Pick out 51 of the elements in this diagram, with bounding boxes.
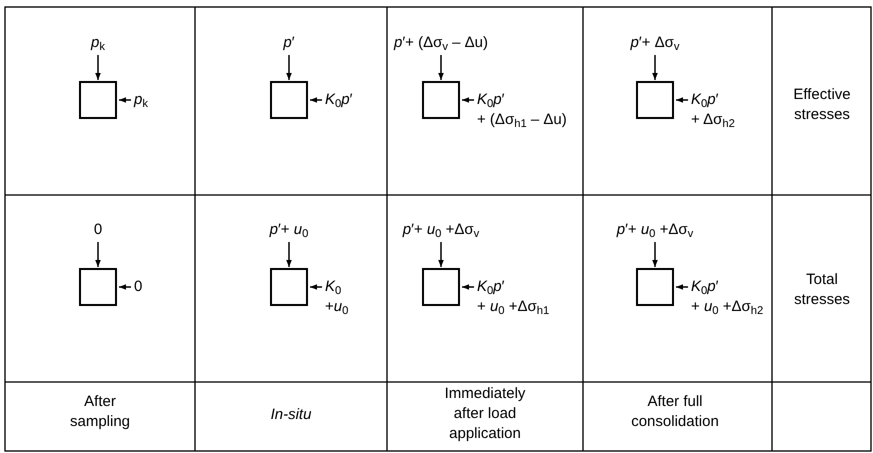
column-heading: After full consolidation: [630, 392, 720, 432]
stress-label: p$_{k}$: [134, 90, 148, 110]
stress-label: + (Δσ$_{h1}$ – Δu): [477, 110, 567, 130]
arrow: [676, 284, 688, 290]
stress-label: K$_{0}$p′: [691, 277, 718, 297]
element-square: [422, 81, 460, 119]
stress-label: p′: [283, 33, 295, 53]
arrow: [438, 242, 444, 267]
arrow: [310, 97, 322, 103]
element-square: [636, 81, 674, 119]
stress-label: + Δσ$_{h2}$: [691, 110, 735, 130]
arrow: [95, 55, 101, 80]
column-heading: In-situ: [270, 405, 312, 425]
element-square: [79, 268, 117, 306]
stress-label: K$_{0}$p′: [691, 90, 718, 110]
row-heading: Total stresses: [793, 270, 851, 310]
stress-label: 0: [94, 220, 102, 240]
stress-label: 0: [134, 277, 142, 297]
element-square: [270, 81, 308, 119]
column-heading: Immediately after load application: [444, 384, 526, 444]
stress-label: K$_{0}$: [325, 277, 342, 297]
element-square: [422, 268, 460, 306]
arrow: [310, 284, 322, 290]
stress-label: K$_{0}$p′: [325, 90, 352, 110]
stress-label: + u$_{0}$ +Δσ$_{h1}$: [477, 297, 550, 317]
arrow: [462, 284, 474, 290]
arrow: [119, 97, 131, 103]
column-heading: After sampling: [68, 392, 132, 432]
arrow: [676, 97, 688, 103]
element-square: [636, 268, 674, 306]
element-square: [270, 268, 308, 306]
stress-label: + u$_{0}$ +Δσ$_{h2}$: [691, 297, 764, 317]
arrow: [462, 97, 474, 103]
stress-label: K$_{0}$p′: [477, 90, 504, 110]
arrow: [652, 242, 658, 267]
stress-label: p′+ u$_{0}$ +Δσ$_{v}$: [402, 220, 480, 240]
stress-label: p′+ u$_{0}$ +Δσ$_{v}$: [616, 220, 694, 240]
element-square: [79, 81, 117, 119]
stress-label: p′+ (Δσ$_{v}$ – Δu): [394, 33, 488, 53]
arrow: [286, 242, 292, 267]
arrow: [286, 55, 292, 80]
stress-label: +u$_{0}$: [325, 297, 348, 317]
arrow: [119, 284, 131, 290]
stress-label: p′+ u$_{0}$: [270, 220, 308, 240]
stress-label: K$_{0}$p′: [477, 277, 504, 297]
arrow: [652, 55, 658, 80]
arrow: [95, 242, 101, 267]
stress-label: p′+ Δσ$_{v}$: [630, 33, 680, 53]
row-heading: Effective stresses: [792, 85, 852, 125]
arrow: [438, 55, 444, 80]
stress-label: p$_{k}$: [91, 33, 105, 53]
